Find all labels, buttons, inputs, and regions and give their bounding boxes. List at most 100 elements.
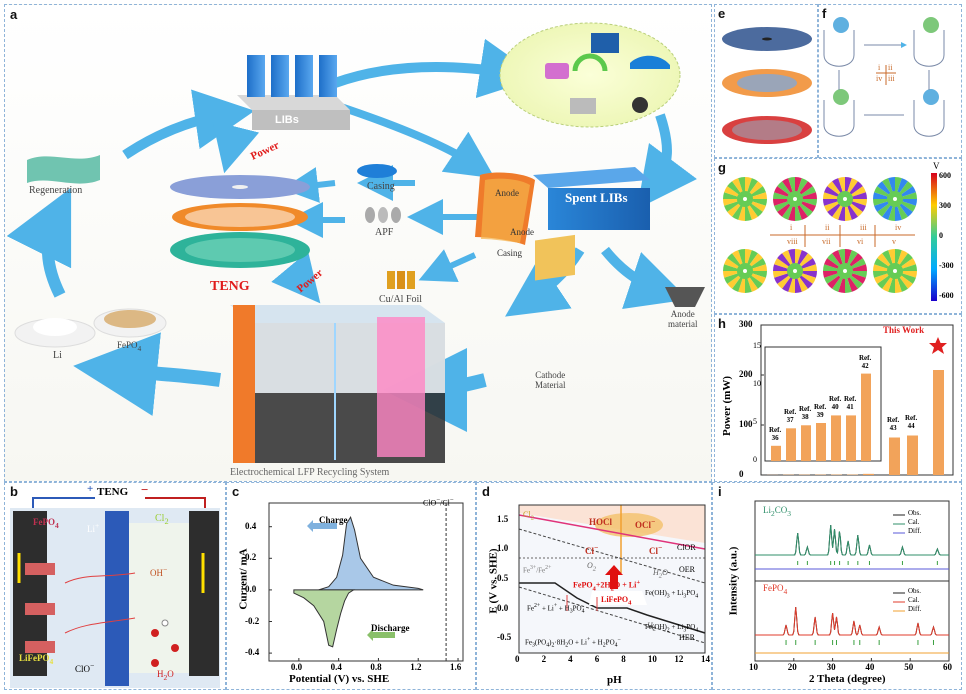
panel-b-label: b — [10, 484, 18, 499]
d-ocl: OCl− — [635, 517, 656, 530]
b-clo: ClO− — [75, 661, 95, 674]
d-ytick: 1.5 — [497, 513, 509, 524]
c-ytick: 0.2 — [245, 552, 257, 563]
teng-disks — [170, 175, 310, 268]
d-cl-b: Cl− — [649, 543, 663, 556]
panel-i-chart — [754, 500, 950, 662]
d-oer: OER — [679, 565, 695, 574]
fepo4-cal — [755, 606, 949, 636]
label-anode-material: Anode material — [668, 309, 698, 329]
label-li: Li — [53, 350, 62, 361]
b-teng: TENG — [97, 486, 129, 498]
roman-top: iv — [895, 223, 902, 232]
c-xlabel: Potential (V) vs. SHE — [289, 673, 390, 685]
cycle-arrow-down — [601, 246, 689, 309]
inset-ytick: 15 — [753, 341, 761, 350]
i-xlabel: 2 Theta (degree) — [809, 673, 886, 685]
c-xtick: 0.8 — [370, 662, 382, 672]
c-ytick: -0.4 — [245, 647, 260, 658]
apf-icon — [365, 207, 401, 223]
panel-d-chart — [518, 504, 706, 654]
legend-top-1: Cal. — [908, 518, 920, 526]
d-xtick: 14 — [701, 654, 710, 664]
label-stack-anode2: Anode — [510, 227, 534, 237]
inset-ytick: 0 — [753, 455, 757, 464]
potential-disk — [723, 177, 767, 221]
panel-f: f i ii iv iii — [818, 4, 962, 158]
ref-label: Ref. 36 — [769, 425, 782, 442]
this-work-star — [929, 337, 947, 354]
cathode-material-sheet — [535, 234, 575, 281]
potential-disk — [823, 177, 867, 221]
i-top-title: Li2CO3 — [763, 505, 792, 518]
c-xtick: 0.4 — [330, 662, 342, 672]
d-bottom-species: Fe3(PO4)2·8H2O + Li+ + H2PO4− — [525, 637, 621, 649]
panel-h-chart — [760, 324, 954, 476]
d-ytick: -0.5 — [497, 632, 512, 643]
i-xtick: 20 — [787, 662, 797, 672]
roman-top: i — [790, 223, 793, 232]
b-plus: + — [87, 483, 94, 495]
i-bottom-title: FePO4 — [763, 583, 788, 596]
potential-disk — [773, 249, 817, 293]
c-ytick: 0.0 — [245, 583, 257, 594]
panel-d: d E (V vs. SHE) pH HOCl OCl− Cl− Cl− Cl2… — [476, 482, 712, 690]
c-charge-label: Charge — [319, 515, 348, 525]
c-xtick: 1.2 — [410, 662, 422, 672]
h-ytick: 100 — [739, 419, 753, 429]
d-xlabel: pH — [607, 674, 622, 686]
spent-libs-block — [475, 167, 650, 245]
panel-f-label-ii: ii — [888, 63, 893, 72]
d-h2: H2 — [647, 621, 657, 633]
cycle-arrow-left-bottom — [73, 332, 221, 416]
c-discharge-label: Discharge — [371, 623, 410, 633]
d-hocl: HOCl — [589, 517, 613, 527]
panel-a: a — [4, 4, 712, 482]
colorbar-tick: -300 — [939, 261, 954, 270]
panel-a-illustration — [6, 22, 705, 463]
b-minus: − — [141, 482, 149, 497]
bar-this-work — [933, 370, 944, 475]
panel-h-label: h — [718, 316, 726, 331]
lco-cal — [755, 524, 949, 556]
potential-disk — [873, 249, 917, 293]
ref-label: Ref. 44 — [905, 413, 918, 430]
d-xtick: 6 — [594, 654, 600, 664]
c-xtick: 0.0 — [290, 662, 303, 672]
label-regeneration: Regeneration — [29, 185, 83, 196]
panel-c: c Current/ mA Potential (V) vs. SHE Char… — [226, 482, 476, 690]
devices-cloud — [499, 22, 681, 128]
b-h2o: H2O — [157, 669, 174, 682]
roman-bottom: viii — [787, 237, 798, 246]
roman-bottom: vii — [822, 237, 831, 246]
inset-bar-ref-42 — [861, 373, 871, 461]
inset-bar-ref-36 — [771, 445, 781, 461]
panel-e-label: e — [718, 6, 726, 21]
i-xtick: 60 — [943, 662, 952, 672]
lfp-recycling-cell — [230, 305, 445, 463]
d-xtick: 0 — [515, 654, 520, 664]
legend-bottom-2: Diff. — [908, 605, 922, 613]
d-xtick: 8 — [621, 654, 626, 664]
panel-i-label: i — [718, 484, 722, 499]
bar-43 — [889, 437, 900, 475]
libs-batteries — [237, 55, 350, 130]
panel-g-disks — [723, 173, 937, 301]
cycle-arrow-down2 — [505, 247, 585, 317]
d-fe2plus: Fe2+ + Li+ + H3PO4 — [527, 603, 585, 615]
h-ytick: 200 — [739, 369, 753, 379]
label-fepo4: FePO4 — [117, 340, 142, 353]
b-li-plus: Li+ — [87, 521, 100, 534]
inset-bar-ref-39 — [816, 423, 826, 461]
d-ytick: 1.0 — [497, 543, 509, 554]
legend-top-2: Diff. — [908, 527, 922, 535]
d-xtick: 10 — [647, 654, 657, 664]
label-recycling-system: Electrochemical LFP Recycling System — [230, 467, 390, 478]
panel-f-label: f — [822, 6, 827, 21]
colorbar-tick: 0 — [939, 231, 943, 240]
ref-label: Ref. 39 — [814, 403, 827, 419]
i-xtick: 50 — [904, 662, 914, 672]
label-teng: TENG — [210, 279, 250, 294]
i-xtick: 10 — [749, 662, 758, 672]
b-cl2: Cl2 — [155, 513, 169, 526]
